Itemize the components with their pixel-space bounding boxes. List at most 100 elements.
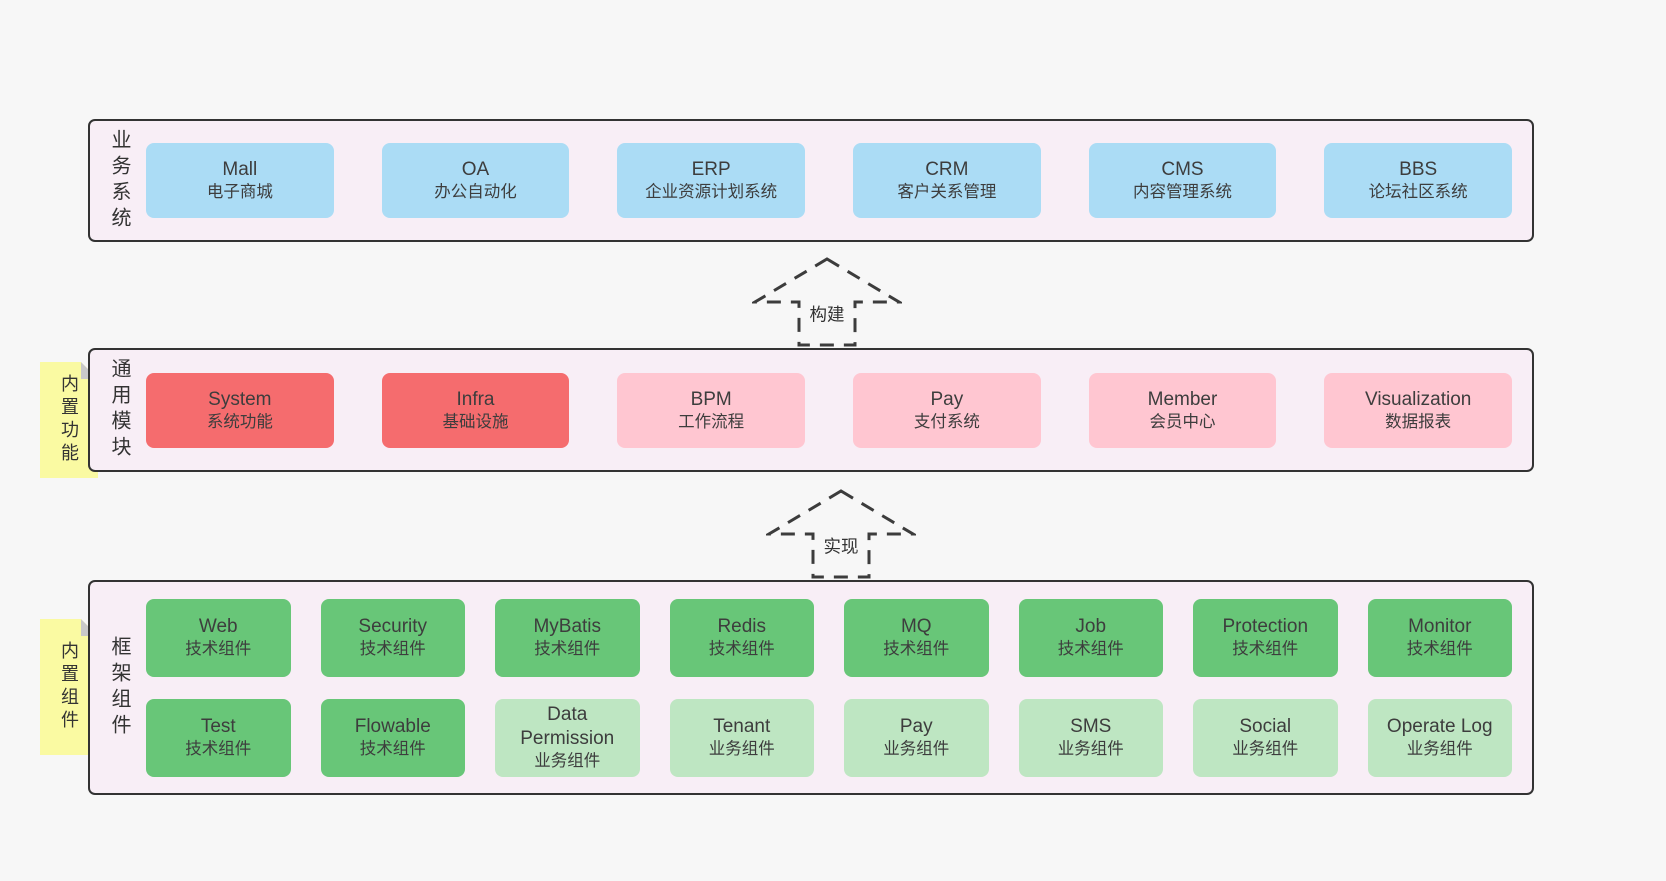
box-title: ERP <box>691 159 731 181</box>
box-system: System 系统功能 <box>146 372 334 448</box>
box-subtitle: 客户关系管理 <box>897 183 997 202</box>
box-protection: Protection 技术组件 <box>1193 598 1338 677</box>
band-label: 业务系统 <box>108 128 130 233</box>
box-subtitle: 论坛社区系统 <box>1368 183 1468 202</box>
box-oa: OA 办公自动化 <box>381 143 570 218</box>
box-title: Flowable <box>354 716 431 738</box>
band-content: System 系统功能 Infra 基础设施 BPM 工作流程 Pay 支付系统… <box>146 372 1512 448</box>
box-subtitle: 基础设施 <box>442 412 509 431</box>
box-subtitle: 技术组件 <box>1232 640 1299 659</box>
box-title: Redis <box>717 616 767 638</box>
box-title: Operate Log <box>1386 716 1493 738</box>
box-title: Infra <box>456 388 495 410</box>
box-subtitle: 电子商城 <box>206 183 273 202</box>
box-tenant: Tenant 业务组件 <box>669 698 814 777</box>
box-redis: Redis 技术组件 <box>669 598 814 677</box>
box-subtitle: 办公自动化 <box>434 183 517 202</box>
box-crm: CRM 客户关系管理 <box>853 143 1041 218</box>
box-title: Monitor <box>1408 616 1472 638</box>
sticky-note-label: 内置功能 <box>59 374 79 466</box>
box-monitor: Monitor 技术组件 <box>1367 598 1512 677</box>
box-subtitle: 业务组件 <box>883 740 950 759</box>
box-title: Mall <box>222 159 258 181</box>
box-title: Test <box>200 716 236 738</box>
box-test: Test 技术组件 <box>146 698 291 777</box>
box-job: Job 技术组件 <box>1018 598 1163 677</box>
box-title: Social <box>1239 716 1292 738</box>
box-subtitle: 技术组件 <box>1406 640 1473 659</box>
box-operate-log: Operate Log 业务组件 <box>1367 698 1512 777</box>
box-title: Data Permission <box>520 704 615 750</box>
box-subtitle: 技术组件 <box>359 740 426 759</box>
band-common-modules: 通用模块 System 系统功能 Infra 基础设施 BPM 工作流程 Pay… <box>88 348 1534 472</box>
box-subtitle: 技术组件 <box>534 640 601 659</box>
box-title: CRM <box>925 159 969 181</box>
box-title: Security <box>358 616 428 638</box>
band-content: Mall 电子商城 OA 办公自动化 ERP 企业资源计划系统 CRM 客户关系… <box>146 143 1512 218</box>
box-title: SMS <box>1070 716 1112 738</box>
box-title: MQ <box>900 616 932 638</box>
box-bpm: BPM 工作流程 <box>617 372 805 448</box>
box-subtitle: 数据报表 <box>1385 412 1452 431</box>
band-framework-components: 框架组件 Web 技术组件 Security 技术组件 MyBatis 技术组件… <box>88 580 1534 795</box>
box-subtitle: 业务组件 <box>1232 740 1299 759</box>
band-label: 框架组件 <box>108 635 130 740</box>
box-subtitle: 内容管理系统 <box>1132 183 1232 202</box>
box-erp: ERP 企业资源计划系统 <box>617 143 805 218</box>
box-subtitle: 技术组件 <box>185 640 252 659</box>
box-title: Web <box>198 616 238 638</box>
band-business-systems: 业务系统 Mall 电子商城 OA 办公自动化 ERP 企业资源计划系统 CRM… <box>88 119 1534 242</box>
box-cms: CMS 内容管理系统 <box>1088 143 1277 218</box>
box-bbs: BBS 论坛社区系统 <box>1324 143 1512 218</box>
box-infra: Infra 基础设施 <box>381 372 570 448</box>
box-subtitle: 技术组件 <box>1057 640 1124 659</box>
box-subtitle: 技术组件 <box>883 640 950 659</box>
box-mybatis: MyBatis 技术组件 <box>495 598 640 677</box>
box-visualization: Visualization 数据报表 <box>1324 372 1512 448</box>
box-subtitle: 业务组件 <box>1057 740 1124 759</box>
box-subtitle: 技术组件 <box>185 740 252 759</box>
box-title: MyBatis <box>533 616 602 638</box>
box-subtitle: 会员中心 <box>1149 412 1216 431</box>
box-title: Member <box>1147 388 1218 410</box>
box-subtitle: 工作流程 <box>678 412 745 431</box>
dashed-up-arrow-icon <box>766 489 916 579</box>
box-subtitle: 企业资源计划系统 <box>645 183 778 202</box>
box-title: OA <box>461 159 490 181</box>
box-subtitle: 业务组件 <box>1406 740 1473 759</box>
sticky-note-label: 内置组件 <box>59 641 79 733</box>
box-title: System <box>208 388 272 410</box>
implement-arrow-label: 实现 <box>819 532 863 560</box>
dashed-up-arrow-icon <box>752 257 902 347</box>
box-subtitle: 技术组件 <box>359 640 426 659</box>
box-title: CMS <box>1161 159 1204 181</box>
box-subtitle: 业务组件 <box>708 740 775 759</box>
box-title: Visualization <box>1365 388 1472 410</box>
box-subtitle: 支付系统 <box>913 412 980 431</box>
band-content: Web 技术组件 Security 技术组件 MyBatis 技术组件 Redi… <box>146 598 1512 777</box>
box-pay: Pay 支付系统 <box>853 372 1041 448</box>
box-title: BBS <box>1399 159 1438 181</box>
build-arrow-label: 构建 <box>805 300 849 328</box>
band-label: 通用模块 <box>108 358 130 462</box>
box-sms: SMS 业务组件 <box>1018 698 1163 777</box>
box-title: Pay <box>930 388 964 410</box>
box-subtitle: 技术组件 <box>708 640 775 659</box>
implement-arrow: 实现 <box>766 488 916 580</box>
box-pay-biz: Pay 业务组件 <box>844 698 989 777</box>
box-title: BPM <box>690 388 732 410</box>
box-data-permission: Data Permission 业务组件 <box>495 698 640 777</box>
box-mall: Mall 电子商城 <box>146 143 334 218</box>
box-title: Protection <box>1222 616 1309 638</box>
box-subtitle: 业务组件 <box>534 751 601 770</box>
box-title: Pay <box>899 716 933 738</box>
box-subtitle: 系统功能 <box>206 412 273 431</box>
box-security: Security 技术组件 <box>320 598 465 677</box>
box-member: Member 会员中心 <box>1088 372 1277 448</box>
box-social: Social 业务组件 <box>1193 698 1338 777</box>
box-web: Web 技术组件 <box>146 598 291 677</box>
box-title: Tenant <box>713 716 771 738</box>
box-title: Job <box>1075 616 1107 638</box>
build-arrow: 构建 <box>752 256 902 348</box>
box-flowable: Flowable 技术组件 <box>320 698 465 777</box>
